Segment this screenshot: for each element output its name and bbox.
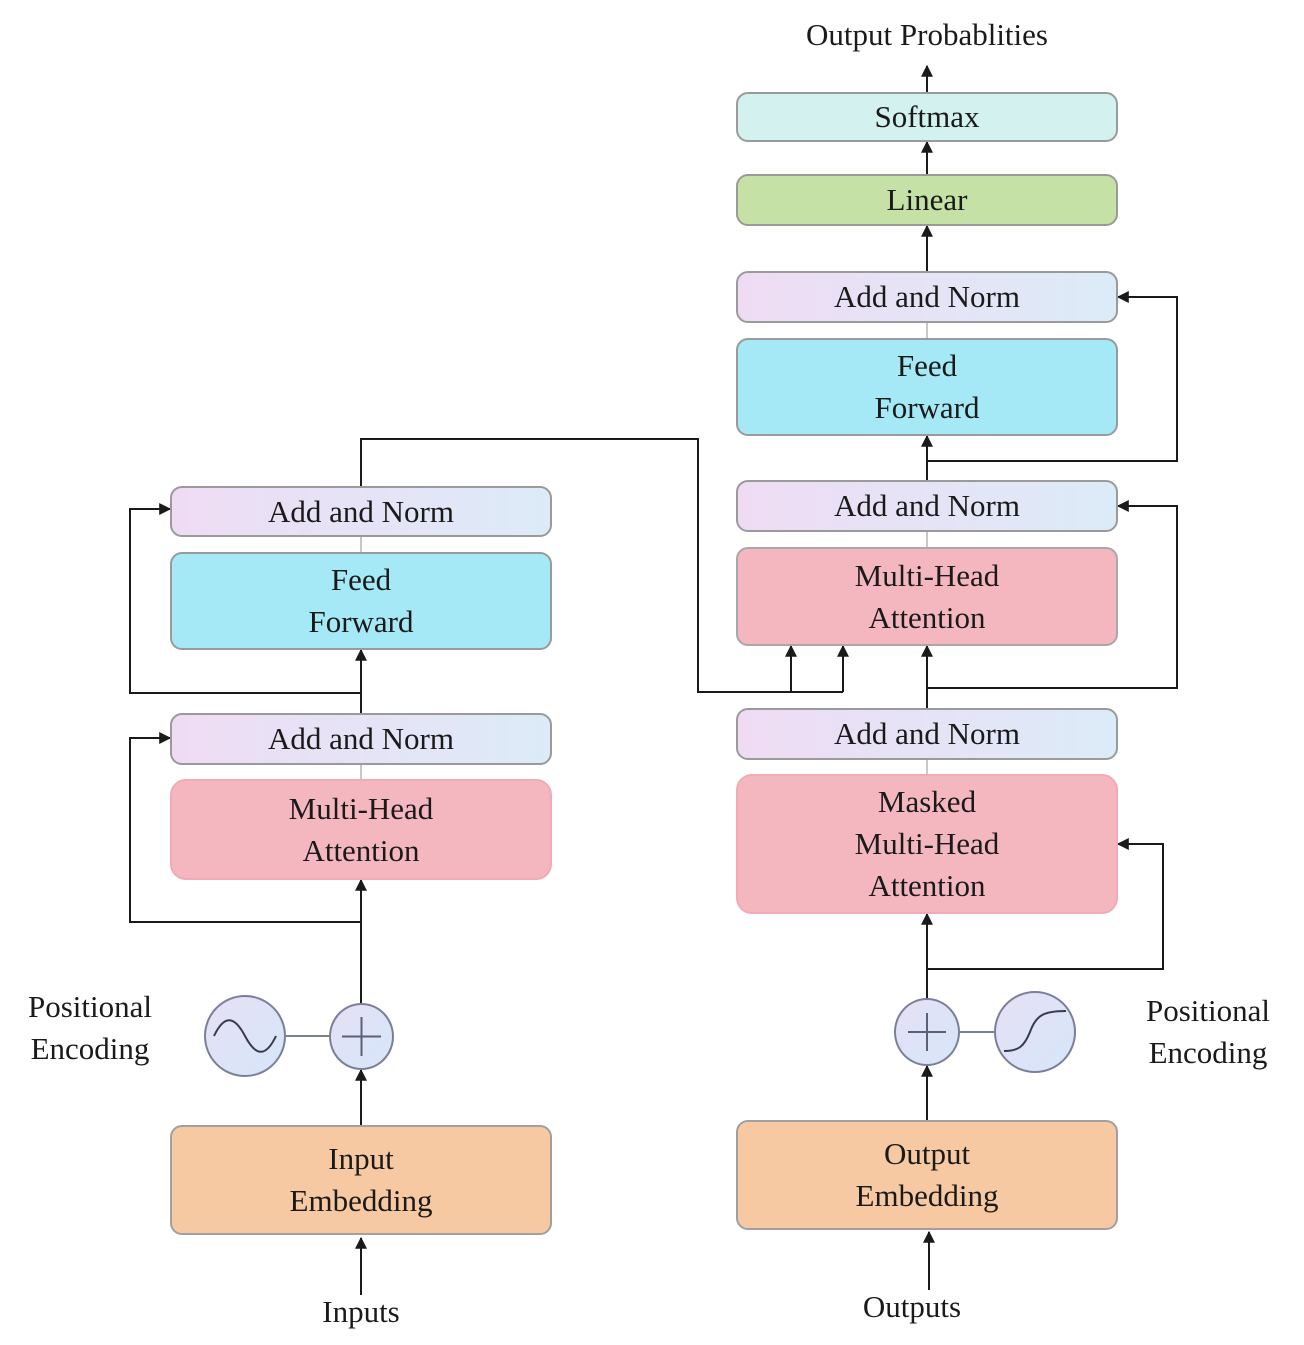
encoder-positional-encoding-label: Positional Encoding (14, 986, 166, 1070)
softmax-block: Softmax (736, 92, 1118, 142)
decoder-attention-line-2: Attention (868, 599, 986, 635)
decoder-multi-head-attention-block: Multi-Head Attention (736, 547, 1118, 646)
decoder-add-norm-top-label: Add and Norm (834, 279, 1020, 314)
encoder-positional-encoding-line-2: Encoding (30, 1031, 150, 1066)
encoder-add-norm-top-label: Add and Norm (268, 493, 454, 529)
decoder-masked-attention-line-2: Multi-Head (854, 826, 1000, 861)
linear-label: Linear (886, 182, 968, 217)
input-embedding-line-1: Input (328, 1141, 394, 1176)
encoder-feed-forward-line-1: Feed (330, 562, 392, 597)
encoder-add-norm-top: Add and Norm (170, 486, 552, 537)
decoder-masked-attention-line-1: Masked (877, 784, 977, 819)
decoder-add-norm-bottom: Add and Norm (736, 708, 1118, 760)
decoder-masked-attention-line-3: Attention (868, 868, 986, 903)
encoder-to-decoder-line (360, 438, 843, 693)
input-embedding-block: Input Embedding (170, 1125, 552, 1235)
encoder-residual-1 (129, 732, 361, 923)
decoder-positional-encoding-label: Positional Encoding (1132, 990, 1284, 1074)
decoder-feed-forward-line-1: Feed (896, 348, 958, 383)
output-embedding-line-1: Output (883, 1136, 971, 1171)
encoder-feed-forward-block: Feed Forward (170, 552, 552, 650)
decoder-plus-circle-icon (894, 998, 960, 1066)
decoder-add-norm-top: Add and Norm (736, 271, 1118, 323)
decoder-residual-2 (927, 500, 1178, 689)
decoder-feed-forward-block: Feed Forward (736, 338, 1118, 436)
encoder-add-norm-bottom: Add and Norm (170, 713, 552, 765)
decoder-feed-forward-line-2: Forward (874, 390, 980, 425)
decoder-positional-encoding-line-1: Positional (1145, 993, 1270, 1028)
encoder-attention-line-2: Attention (302, 832, 420, 868)
decoder-sine-wave-icon (994, 991, 1076, 1073)
outputs-label: Outputs (862, 1289, 962, 1324)
decoder-attention-line-1: Multi-Head (854, 557, 1000, 593)
decoder-masked-attention-block: Masked Multi-Head Attention (736, 774, 1118, 914)
decoder-add-norm-bottom-label: Add and Norm (834, 716, 1020, 751)
encoder-sine-wave-icon (204, 995, 286, 1077)
linear-block: Linear (736, 174, 1118, 226)
decoder-residual-3 (927, 291, 1178, 462)
encoder-attention-line-1: Multi-Head (288, 790, 434, 826)
decoder-residual-1 (927, 838, 1164, 970)
decoder-positional-encoding-line-2: Encoding (1148, 1035, 1268, 1070)
output-embedding-block: Output Embedding (736, 1120, 1118, 1230)
output-embedding-line-2: Embedding (855, 1178, 999, 1213)
encoder-residual-2 (129, 503, 361, 694)
decoder-add-norm-mid-label: Add and Norm (834, 488, 1020, 523)
encoder-positional-encoding-line-1: Positional (27, 989, 152, 1024)
encoder-plus-circle-icon (329, 1003, 394, 1070)
inputs-label: Inputs (322, 1294, 400, 1329)
encoder-add-norm-bottom-label: Add and Norm (268, 721, 454, 756)
encoder-feed-forward-line-2: Forward (308, 604, 414, 639)
encoder-multi-head-attention-block: Multi-Head Attention (170, 779, 552, 880)
input-embedding-line-2: Embedding (289, 1183, 433, 1218)
output-probabilities-label: Output Probablities (806, 17, 1048, 52)
softmax-label: Softmax (874, 99, 980, 134)
decoder-add-norm-mid: Add and Norm (736, 480, 1118, 532)
